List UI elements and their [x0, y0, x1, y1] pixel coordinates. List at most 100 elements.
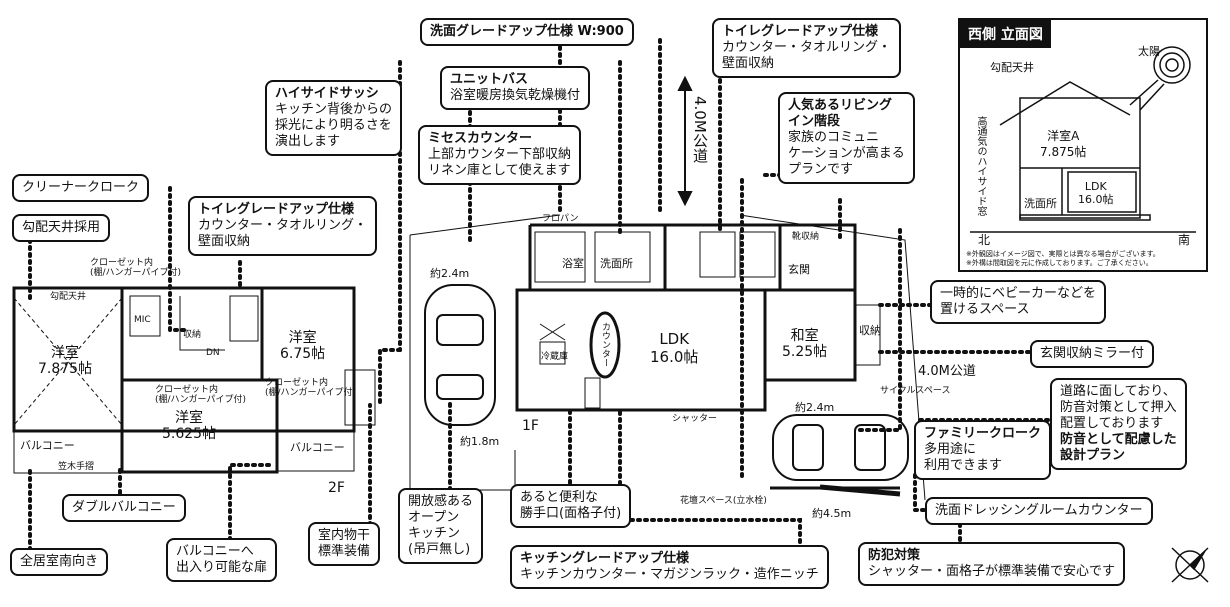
callout-kitchen-grade-title: キッチングレードアップ仕様	[520, 551, 690, 566]
elevation-note-1: ※外観図はイメージ図で、実際とは異なる場合がございます。	[966, 250, 1160, 258]
callout-living-line2: ケーションが高まる	[788, 146, 905, 161]
callout-kitchen-grade: キッチングレードアップ仕様 キッチンカウンター・マガジンラック・造作ニッチ	[510, 545, 829, 589]
callout-katteguchi-line2: 勝手口(面格子付)	[520, 506, 622, 521]
plan2f-closet2: クローゼット内 (棚/ハンガーパイプ付)	[155, 385, 246, 405]
plan2f-fukinuke: 勾配天井	[50, 292, 87, 302]
callout-road-line1: 道路に面しており、	[1060, 384, 1176, 399]
plan1f-width-24a: 約2.4m	[430, 267, 470, 280]
plan1f-ldk: LDK 16.0帖	[650, 330, 698, 366]
callout-misses-line2: リネン庫として使えます	[428, 163, 571, 178]
callout-double-balcony: ダブルバルコニー	[62, 494, 186, 522]
callout-living-line1: 家族のコミュニ	[788, 130, 880, 145]
plan2f-room3-name: 洋室	[175, 410, 204, 426]
callout-stroller: 一時的にベビーカーなどを 置けるスペース	[930, 280, 1107, 324]
plan1f-bath: 浴室	[562, 257, 584, 270]
plan2f-room2-size: 6.75帖	[280, 346, 326, 362]
plan2f-room1-name: 洋室	[51, 345, 80, 361]
elevation-ldk-size: 16.0帖	[1078, 193, 1114, 206]
callout-sentaku-w900-text: 洗面グレードアップ仕様 W:900	[430, 24, 624, 39]
callout-family-cloak: ファミリークローク 多用途に 利用できます	[914, 420, 1052, 480]
callout-dressing-text: 洗面ドレッシングルームカウンター	[935, 503, 1143, 518]
plan1f-road: 4.0M公道	[918, 364, 976, 379]
plan1f-ldk-name: LDK	[659, 330, 690, 348]
plan1f-shatter: シャッター	[672, 414, 718, 424]
plan2f-shuno: 収納	[183, 330, 202, 340]
elevation-room-upper-size: 7.875帖	[1040, 145, 1087, 159]
callout-unitbath-title: ユニットバス	[450, 72, 529, 87]
plan1f-ldk-size: 16.0帖	[650, 348, 699, 366]
callout-road-line3: 配置しております	[1060, 416, 1164, 431]
callout-toilet-2f-line2: 壁面収納	[198, 234, 251, 249]
callout-road-line5: 設計プラン	[1060, 448, 1126, 463]
callout-highside-line2: 採光により明るさを	[275, 118, 392, 133]
callout-open-kitchen-line3: キッチン	[408, 526, 461, 541]
elevation-sun-label: 太陽	[1138, 45, 1160, 58]
callout-mirror: 玄関収納ミラー付	[1030, 340, 1155, 368]
plan1f-counter: カウンター	[600, 322, 610, 367]
callout-toilet-top-title: トイレグレードアップ仕様	[722, 24, 879, 39]
callout-toilet-2f: トイレグレードアップ仕様 カウンター・タオルリング・ 壁面収納	[188, 196, 378, 256]
elevation-drawing	[970, 46, 1196, 233]
callout-balcony-door: バルコニーへ 出入り可能な扉	[166, 538, 278, 582]
callout-bouhan-sub: シャッター・面格子が標準装備で安心です	[868, 564, 1116, 579]
plan2f-dn: DN	[206, 348, 220, 358]
callout-balcony-door-line2: 出入り可能な扉	[176, 560, 268, 575]
plan1f-genkan: 玄関	[788, 263, 810, 276]
callout-family-title: ファミリークローク	[924, 426, 1042, 441]
callout-open-kitchen: 開放感ある オープン キッチン (吊戸無し)	[398, 488, 484, 564]
plan1f-ext-space: 花壇スペース(立水栓)	[680, 496, 767, 506]
plan2f-room2: 洋室 6.75帖	[280, 330, 325, 362]
plan1f-washitsu: 和室 5.25帖	[782, 328, 827, 360]
callout-toilet-top: トイレグレードアップ仕様 カウンター・タオルリング・ 壁面収納	[712, 18, 902, 78]
callout-indoor-dry-line2: 標準装備	[318, 544, 371, 559]
plan2f-mic: MIC	[134, 315, 151, 325]
callout-misses: ミセスカウンター 上部カウンター下部収納 リネン庫として使えます	[418, 125, 582, 185]
callout-cleaner: クリーナークローク	[12, 174, 150, 202]
callout-kitchen-grade-sub: キッチンカウンター・マガジンラック・造作ニッチ	[520, 567, 819, 582]
callout-toilet-2f-line1: カウンター・タオルリング・	[198, 218, 368, 233]
callout-all-south-text: 全居室南向き	[20, 554, 99, 569]
callout-highside-title: ハイサイドサッシ	[275, 86, 379, 101]
plan1f-shoes: 靴収納	[792, 232, 820, 242]
callout-stroller-line1: 一時的にベビーカーなどを	[940, 286, 1097, 301]
callout-balcony-door-line1: バルコニーへ	[176, 544, 254, 559]
plan2f-tesuri: 笠木手摺	[58, 462, 95, 472]
callout-toilet-2f-title: トイレグレードアップ仕様	[198, 202, 355, 217]
elevation-north: 北	[978, 233, 991, 247]
elevation-room-upper: 洋室A 7.875帖	[1040, 128, 1086, 160]
callout-living-title1: 人気あるリビング	[788, 98, 893, 113]
plan2f-closet2-line1: クローゼット内	[155, 385, 219, 395]
callout-living-title2: イン階段	[788, 114, 841, 129]
plan2f-closet1: クローゼット内 (棚/ハンガーパイプ付)	[90, 258, 181, 278]
plan2f-floor: 2F	[328, 480, 345, 496]
elevation-south: 南	[1178, 233, 1191, 247]
plan2f-closet3-line2: (棚/ハンガーパイプ付)	[265, 388, 356, 398]
callout-unitbath-sub: 浴室暖房換気乾燥機付	[450, 88, 581, 103]
callout-road-soundproof: 道路に面しており、 防音対策として押入 配置しております 防音として配慮した 設…	[1050, 378, 1187, 470]
callout-dressing: 洗面ドレッシングルームカウンター	[925, 497, 1153, 525]
callout-misses-line1: 上部カウンター下部収納	[428, 147, 572, 162]
callout-highside: ハイサイドサッシ キッチン背後からの 採光により明るさを 演出します	[265, 80, 403, 156]
callout-stroller-line2: 置けるスペース	[940, 302, 1030, 317]
plan1f-furopan: フロパン	[542, 214, 579, 224]
plan2f-room2-name: 洋室	[288, 330, 317, 346]
callout-all-south: 全居室南向き	[10, 548, 109, 576]
callout-toilet-top-line2: 壁面収納	[722, 56, 775, 71]
callout-cleaner-text: クリーナークローク	[22, 180, 140, 195]
callout-indoor-dry-line1: 室内物干	[318, 528, 371, 543]
elevation-highside-label: 高通気のハイサイド窓	[975, 116, 986, 216]
plan2f-closet2-line2: (棚/ハンガーパイプ付)	[155, 395, 246, 405]
callout-road-line4: 防音として配慮した	[1060, 432, 1177, 447]
plan2f-room3: 洋室 5.625帖	[162, 410, 216, 442]
plan1f-washitsu-name: 和室	[790, 328, 819, 344]
callout-katteguchi-line1: あると便利な	[520, 490, 599, 505]
plan1f-road-vert: 4.0M公道	[691, 96, 709, 163]
plan1f-fridge: 冷蔵庫	[541, 352, 569, 362]
plan1f-shuno: 収納	[859, 324, 881, 337]
plan2f-balcony1: バルコニー	[20, 439, 75, 452]
plan1f-floor: 1F	[522, 418, 539, 434]
plan2f-room1-size: 7.875帖	[38, 361, 93, 377]
elevation-room-upper-name: 洋室A	[1047, 129, 1080, 143]
plan1f-washitsu-size: 5.25帖	[782, 344, 828, 360]
plan2f-room1: 洋室 7.875帖	[38, 345, 92, 377]
